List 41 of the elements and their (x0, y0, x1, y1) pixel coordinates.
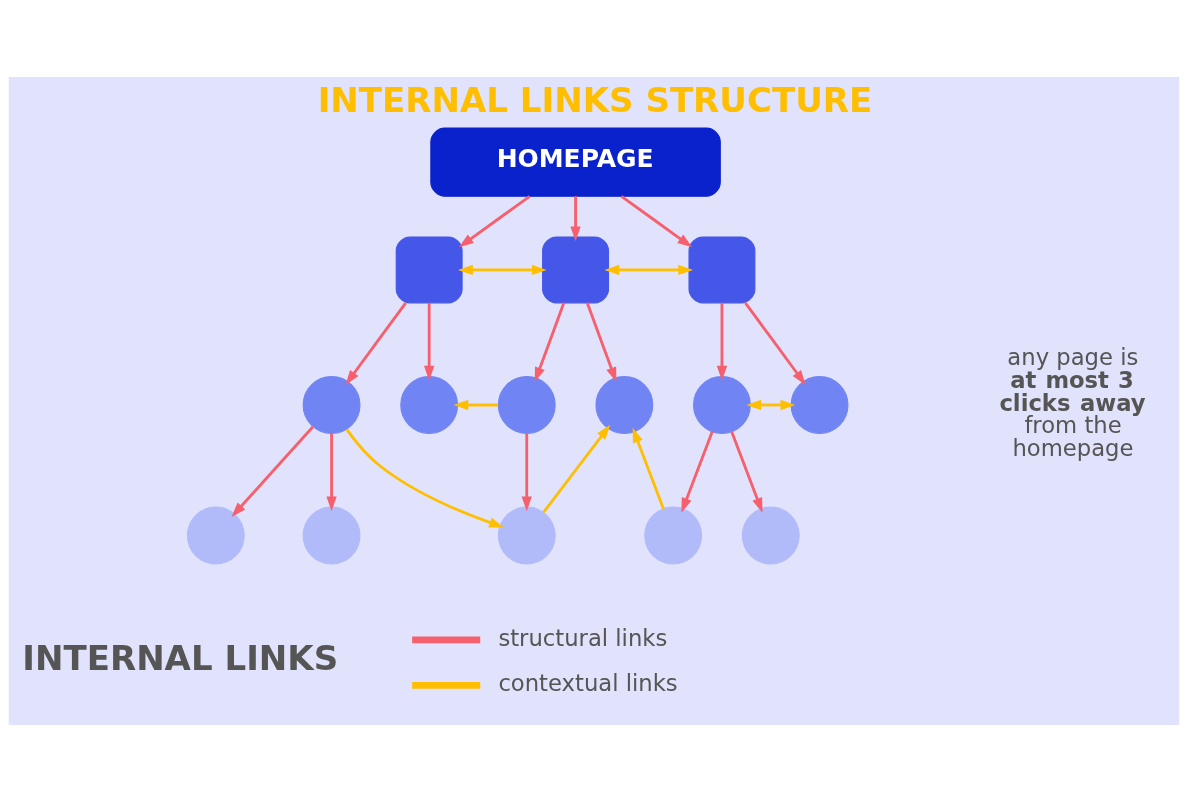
arrow (746, 399, 796, 410)
arrow (231, 425, 315, 517)
arrow (681, 430, 714, 513)
arrow (453, 399, 499, 410)
node-circle (790, 375, 849, 434)
node-circle (400, 375, 459, 434)
arrow (744, 301, 806, 385)
legend-label: structural links (498, 624, 668, 651)
label: any page is at most 3 clicks away from the homepage (999, 343, 1146, 461)
arrow (521, 433, 532, 511)
node-circle (595, 375, 654, 434)
node-box (688, 235, 756, 303)
label: INTERNAL LINKS (22, 637, 339, 678)
node-circle (497, 506, 556, 564)
arrow (716, 302, 728, 381)
node-circle (186, 506, 245, 564)
node-box (542, 235, 610, 303)
arrow (542, 424, 611, 513)
arrow (345, 301, 407, 385)
node-circle (497, 375, 556, 434)
arrow (424, 302, 435, 381)
arrow (458, 264, 547, 275)
diagram-title: INTERNAL LINKS STRUCTURE (317, 79, 873, 120)
arrow (632, 427, 665, 509)
legend-label: contextual links (498, 669, 678, 696)
node-box: HOMEPAGE (430, 127, 721, 197)
arrow (604, 264, 694, 275)
arrow (585, 301, 617, 382)
arrow (458, 194, 531, 247)
arrow (570, 195, 581, 241)
arrow (534, 301, 566, 382)
node-box (395, 235, 463, 303)
node-circle (644, 506, 703, 564)
node-circle (302, 506, 361, 564)
node-circle (693, 375, 751, 434)
node-circle (302, 375, 361, 434)
arrow (345, 428, 504, 527)
arrow (620, 194, 693, 247)
arrow (326, 433, 337, 511)
node-circle (741, 506, 800, 564)
arrow (730, 430, 763, 513)
